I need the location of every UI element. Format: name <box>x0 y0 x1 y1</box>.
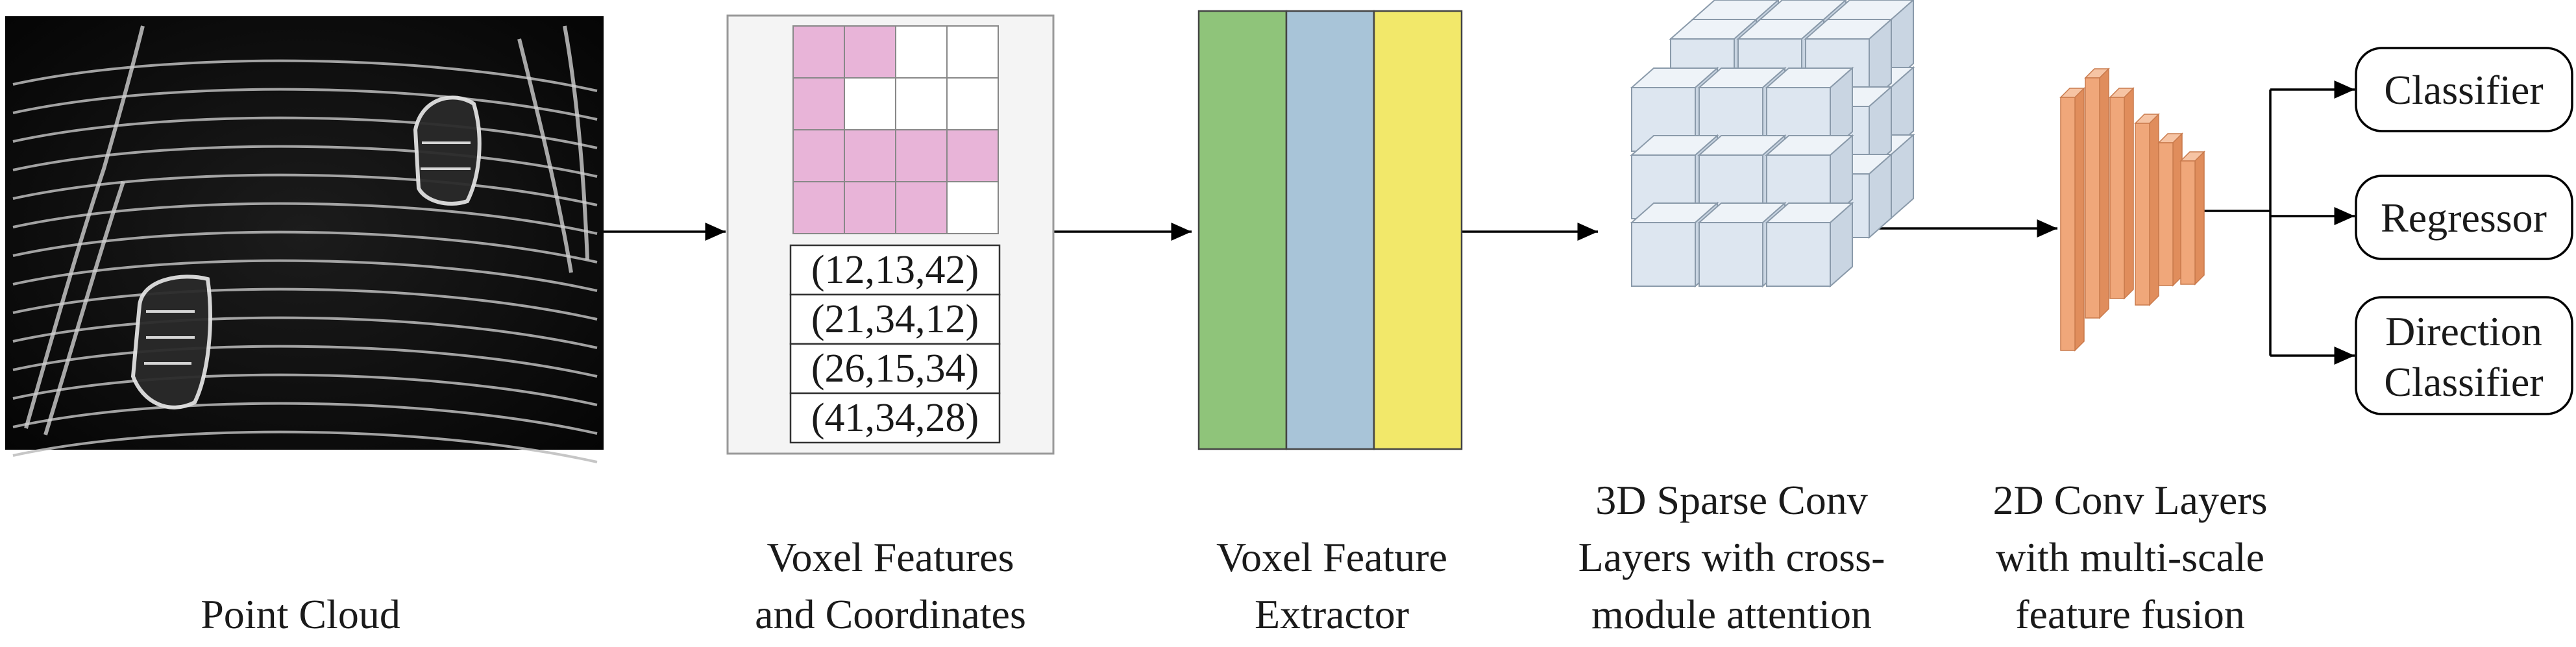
voxel-cell <box>844 77 896 130</box>
voxel-cell <box>792 129 845 182</box>
voxel-cell <box>946 129 999 182</box>
conv-layer <box>2179 151 2205 286</box>
voxel-cell <box>895 77 948 130</box>
voxel-cell <box>844 25 896 79</box>
caption-voxel-features-2: and Coordinates <box>755 591 1026 637</box>
green-layer <box>1197 10 1288 450</box>
coordinate-text: (26,15,34) <box>811 347 979 391</box>
regressor-label: Regressor <box>2381 195 2547 241</box>
voxel-features-panel: (12,13,42) (21,34,12) (26,15,34) (41,34,28) <box>726 14 1055 455</box>
voxel-cell <box>946 77 999 130</box>
caption-sparse-2: Layers with cross- <box>1578 534 1885 580</box>
coordinate-text: (12,13,42) <box>811 248 979 292</box>
voxel-cell <box>792 181 845 234</box>
coordinate-cell <box>789 343 1001 395</box>
arrows <box>604 80 2355 365</box>
voxel-cell <box>895 129 948 182</box>
coordinate-text: (21,34,12) <box>811 297 979 341</box>
conv-layer <box>2134 113 2160 306</box>
conv-layer <box>2109 87 2135 300</box>
car-shape <box>130 275 212 409</box>
sparse-conv-cubes <box>1630 0 1915 288</box>
coordinate-list: (12,13,42) (21,34,12) (26,15,34) (41,34,28) <box>789 244 1001 444</box>
conv2d-layers <box>2059 67 2205 352</box>
blue-layer <box>1285 10 1375 450</box>
feature-extractor-block <box>1197 10 1463 450</box>
point-cloud-image <box>5 16 604 463</box>
car-shape <box>413 95 482 206</box>
coordinate-cell <box>789 392 1001 444</box>
voxel-cell <box>895 181 948 234</box>
caption-voxel-features-1: Voxel Features <box>767 534 1014 580</box>
caption-sparse-1: 3D Sparse Conv <box>1595 477 1868 523</box>
voxel-cell <box>946 181 999 234</box>
voxel-cell <box>792 77 845 130</box>
yellow-layer <box>1373 10 1463 450</box>
conv-layer <box>2084 67 2110 319</box>
coordinate-text: (41,34,28) <box>811 396 979 440</box>
voxel-grid <box>792 25 999 234</box>
caption-conv2d-3: feature fusion <box>2015 591 2245 637</box>
voxel-cell <box>792 25 845 79</box>
direction-label-line2: Classifier <box>2384 359 2543 405</box>
conv-layer <box>2059 87 2085 352</box>
output-classifier: Classifier <box>2355 47 2573 132</box>
direction-label-line1: Direction <box>2385 308 2542 354</box>
voxel-cell <box>895 25 948 79</box>
caption-extractor-2: Extractor <box>1255 591 1409 637</box>
caption-conv2d-2: with multi-scale <box>1996 534 2264 580</box>
caption-conv2d-1: 2D Conv Layers <box>1993 477 2267 523</box>
conv-layer <box>2157 132 2183 287</box>
caption-extractor-1: Voxel Feature <box>1216 534 1447 580</box>
caption-point-cloud: Point Cloud <box>201 591 400 637</box>
caption-sparse-3: module attention <box>1591 591 1872 637</box>
voxel-cell <box>844 181 896 234</box>
voxel-cube <box>1765 201 1854 288</box>
voxel-cell <box>946 25 999 79</box>
output-direction-classifier: Direction Classifier <box>2355 296 2573 415</box>
classifier-label: Classifier <box>2384 67 2543 113</box>
coordinate-cell <box>789 244 1001 296</box>
output-regressor: Regressor <box>2355 175 2573 260</box>
voxel-cell <box>844 129 896 182</box>
